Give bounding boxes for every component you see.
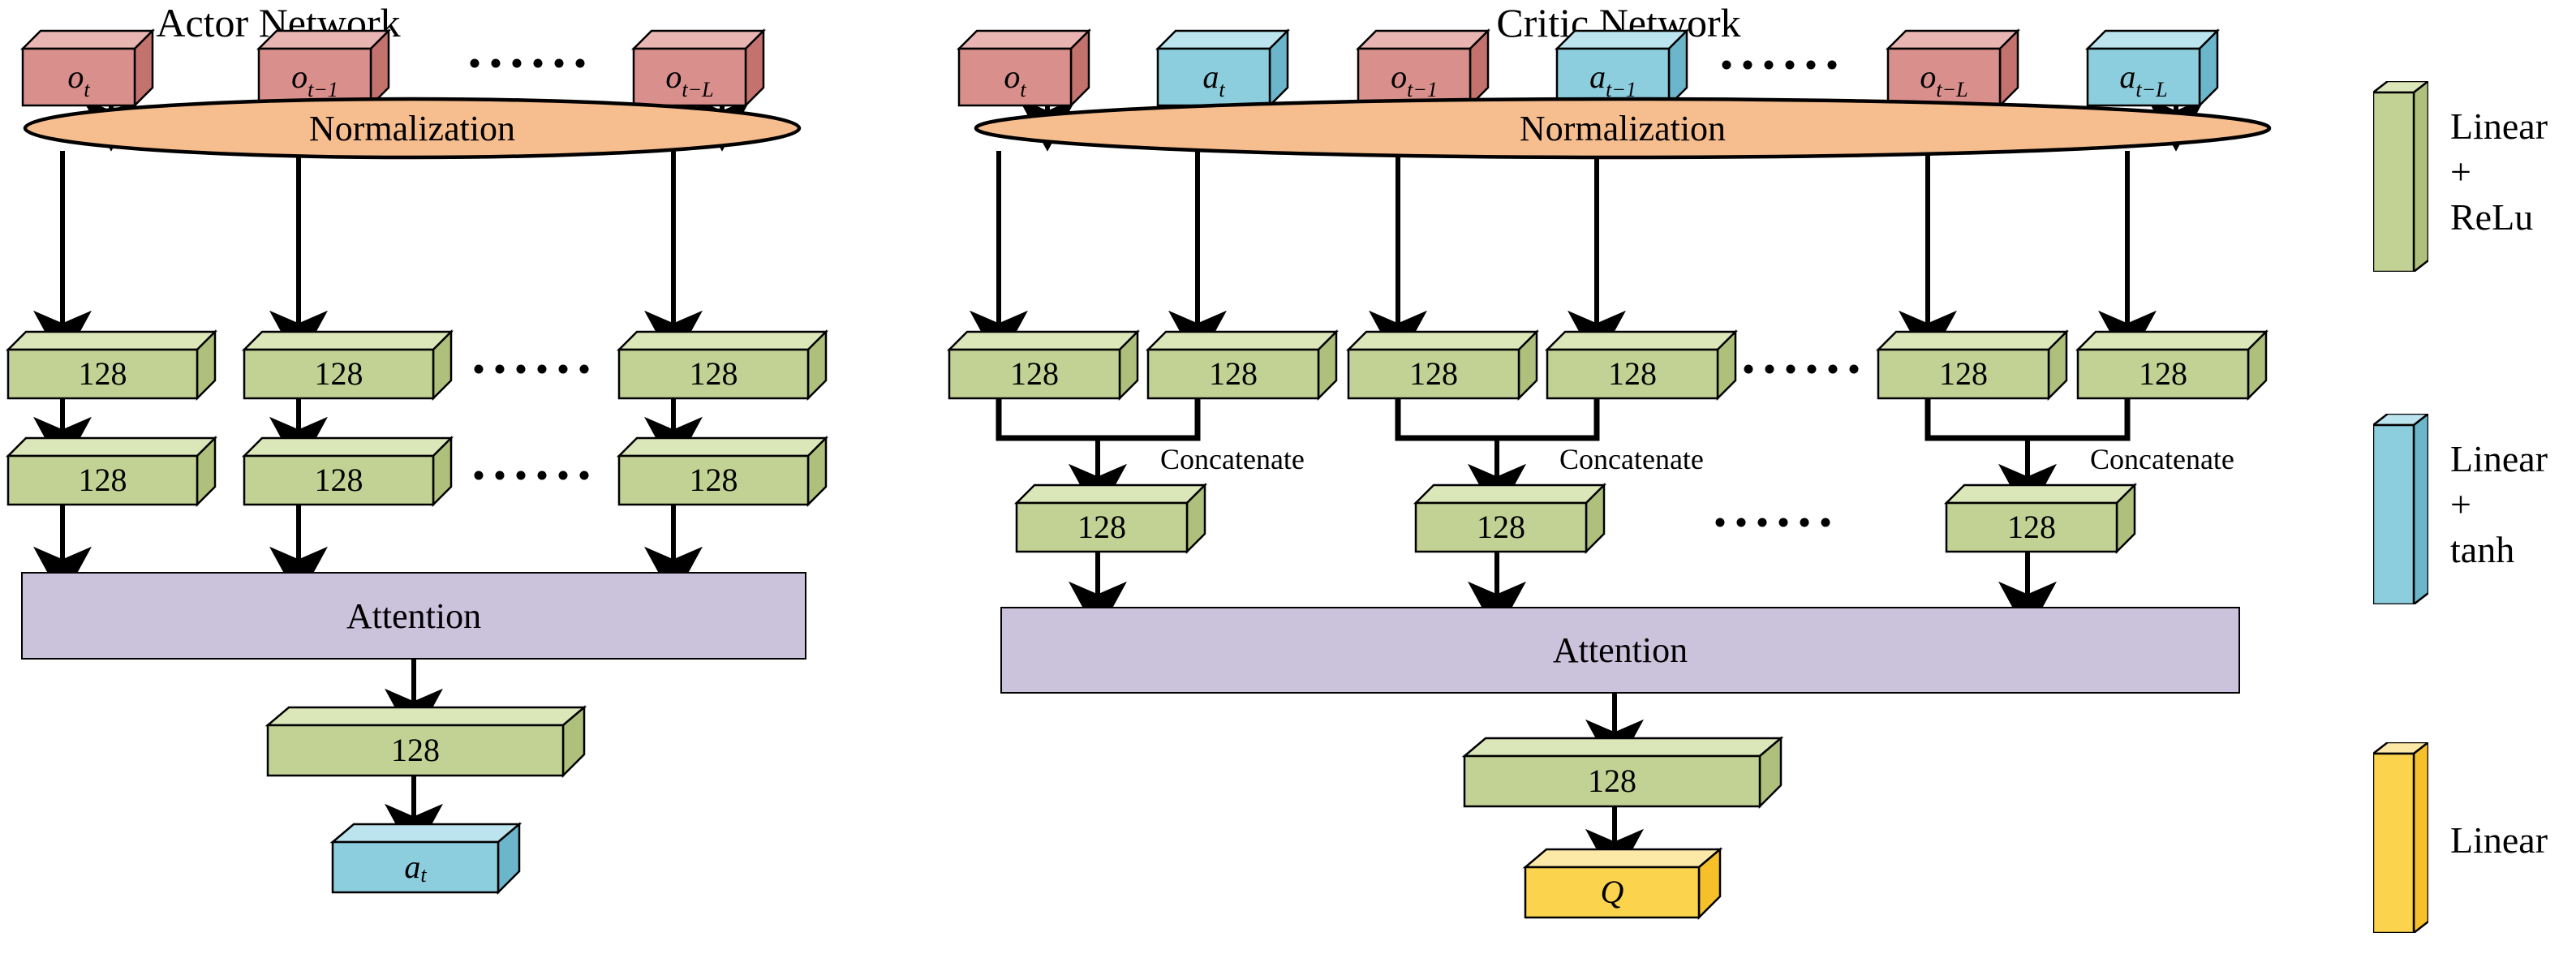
legend-linear-relu-label: Linear + ReLu [2450,105,2548,238]
critic-merged-ellipsis [1715,518,1830,527]
actor-normalization: Normalization [23,97,802,160]
actor-normalization-label: Normalization [308,108,516,148]
critic-input-ellipsis [1722,60,1837,70]
actor-hidden2-ellipsis [474,471,589,480]
critic-normalization: Normalization [974,97,2272,160]
legend-linear-label: Linear [2450,819,2548,861]
legend-linear-relu [2370,79,2432,276]
actor-attention: Attention [21,572,806,660]
critic-hidden1-ellipsis [1744,364,1859,374]
critic-normalization-label: Normalization [1519,108,1727,148]
actor-hidden1-ellipsis [474,364,589,374]
critic-concatenate-label-2: Concatenate [2090,443,2234,475]
legend-linear [2370,740,2432,937]
actor-attention-label: Attention [346,595,482,636]
legend-linear-tanh [2370,411,2432,608]
critic-concatenate-label-0: Concatenate [1160,443,1305,475]
critic-attention-label: Attention [1552,630,1688,670]
critic-concatenate-label-1: Concatenate [1559,443,1704,475]
critic-attention: Attention [1000,607,2240,694]
legend-linear-tanh-label: Linear + tanh [2450,438,2548,571]
actor-input-ellipsis [470,58,585,68]
